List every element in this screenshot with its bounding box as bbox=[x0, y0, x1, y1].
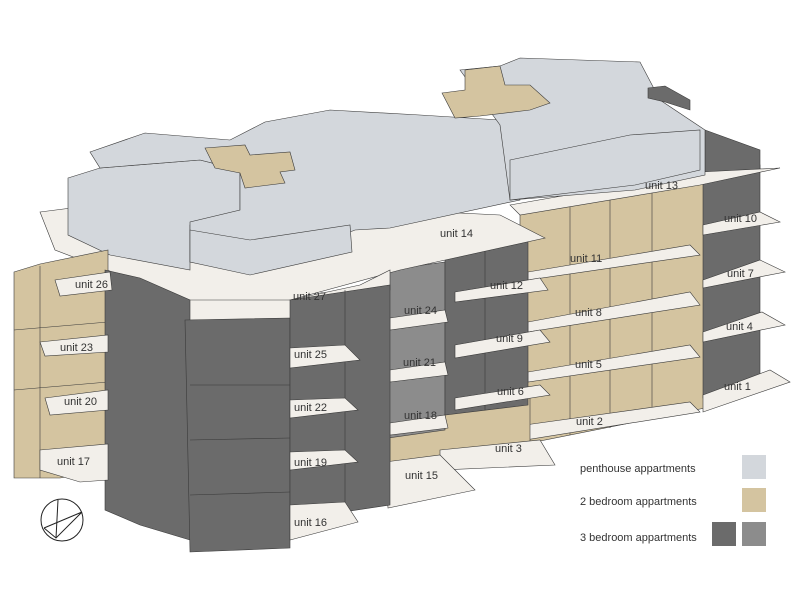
roof-terrace-2 bbox=[441, 65, 551, 119]
slab-unit-20 bbox=[44, 389, 109, 416]
label-unit-27: unit 27 bbox=[293, 291, 326, 303]
label-unit-9: unit 9 bbox=[496, 333, 523, 345]
legend-label-two-bedroom: 2 bedroom appartments bbox=[580, 496, 697, 508]
label-unit-3: unit 3 bbox=[495, 443, 522, 455]
roof-box-dark bbox=[647, 85, 691, 111]
penthouse-front-face-2 bbox=[509, 129, 701, 201]
unit-labels: unit 1 unit 2 unit 3 unit 4 unit 5 unit … bbox=[57, 180, 757, 529]
label-unit-25: unit 25 bbox=[294, 349, 327, 361]
legend: penthouse appartments 2 bedroom appartme… bbox=[580, 455, 766, 546]
north-arrow-icon bbox=[40, 498, 84, 542]
slab-unit-9 bbox=[454, 329, 551, 359]
label-unit-22: unit 22 bbox=[294, 402, 327, 414]
penthouse-front-face bbox=[189, 224, 353, 276]
label-unit-7: unit 7 bbox=[727, 268, 754, 280]
label-unit-6: unit 6 bbox=[497, 386, 524, 398]
label-unit-21: unit 21 bbox=[403, 357, 436, 369]
label-unit-24: unit 24 bbox=[404, 305, 437, 317]
label-unit-23: unit 23 bbox=[60, 342, 93, 354]
label-unit-20: unit 20 bbox=[64, 396, 97, 408]
slab-unit-22 bbox=[289, 397, 359, 419]
right-wing bbox=[509, 129, 791, 446]
left-wing bbox=[13, 249, 391, 553]
left-wing-dark-front bbox=[184, 317, 291, 553]
label-unit-1: unit 1 bbox=[724, 381, 751, 393]
label-unit-2: unit 2 bbox=[576, 416, 603, 428]
slab-unit-19 bbox=[289, 449, 359, 471]
slab-unit-16 bbox=[289, 501, 359, 541]
label-unit-16: unit 16 bbox=[294, 517, 327, 529]
legend-swatch-penthouse bbox=[742, 455, 766, 479]
slab-unit-23 bbox=[39, 334, 109, 357]
legend-label-penthouse: penthouse appartments bbox=[580, 463, 696, 475]
label-unit-4: unit 4 bbox=[726, 321, 753, 333]
label-unit-13: unit 13 bbox=[645, 180, 678, 192]
slab-unit-1 bbox=[702, 369, 791, 413]
legend-swatch-three-bedroom-dark bbox=[712, 522, 736, 546]
roof-terrace-1 bbox=[204, 144, 296, 189]
label-unit-26: unit 26 bbox=[75, 279, 108, 291]
left-wing-dark-end bbox=[104, 269, 191, 541]
slab-unit-26 bbox=[54, 271, 113, 297]
label-unit-17: unit 17 bbox=[57, 456, 90, 468]
legend-label-three-bedroom: 3 bedroom appartments bbox=[580, 532, 697, 544]
slab-unit-6 bbox=[454, 384, 551, 411]
slab-unit-10 bbox=[702, 211, 781, 236]
penthouse-level bbox=[67, 57, 706, 276]
label-unit-15: unit 15 bbox=[405, 470, 438, 482]
label-unit-8: unit 8 bbox=[575, 307, 602, 319]
slab-unit-17 bbox=[39, 443, 109, 483]
label-unit-12: unit 12 bbox=[490, 280, 523, 292]
label-unit-11: unit 11 bbox=[570, 253, 602, 265]
label-unit-19: unit 19 bbox=[294, 457, 327, 469]
slab-unit-7 bbox=[702, 259, 786, 289]
slab-unit-25 bbox=[289, 344, 361, 369]
legend-swatch-three-bedroom-mid bbox=[742, 522, 766, 546]
slab-unit-12 bbox=[454, 277, 549, 303]
label-unit-5: unit 5 bbox=[575, 359, 602, 371]
centre-core bbox=[384, 234, 556, 509]
slab-unit-4 bbox=[702, 311, 786, 343]
label-unit-18: unit 18 bbox=[404, 410, 437, 422]
legend-swatch-two-bedroom bbox=[742, 488, 766, 512]
label-unit-10: unit 10 bbox=[724, 213, 757, 225]
label-unit-14: unit 14 bbox=[440, 228, 473, 240]
